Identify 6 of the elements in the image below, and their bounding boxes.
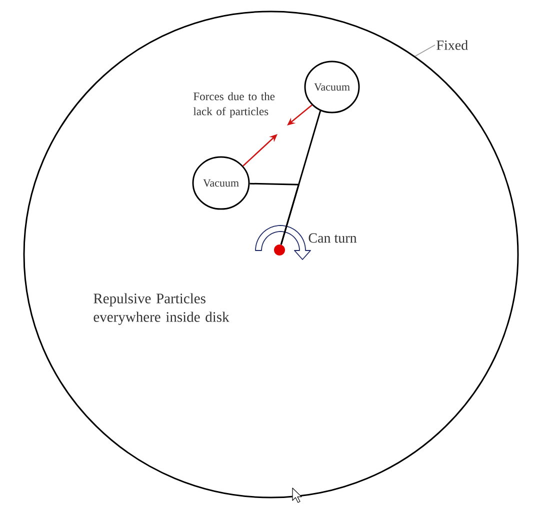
text-label: Can turn [308, 233, 357, 243]
annotation-text: Forces due to the lack of particles [193, 92, 275, 118]
rod [250, 182, 300, 245]
leader-line [414, 44, 436, 57]
text-label: Fixed [436, 40, 468, 50]
disk-label: Repulsive Particles everywhere inside disk [94, 293, 230, 325]
